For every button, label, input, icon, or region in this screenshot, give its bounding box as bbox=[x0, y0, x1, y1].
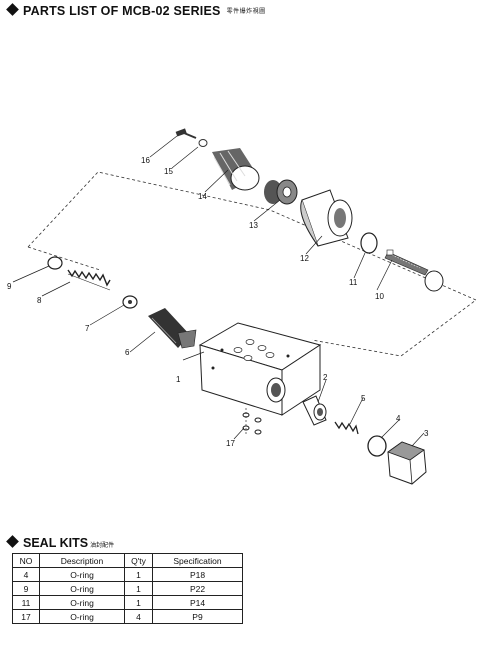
title-text: PARTS LIST OF MCB-02 SERIES bbox=[23, 4, 221, 18]
part-2-seat bbox=[302, 395, 327, 426]
cell-no: 17 bbox=[12, 609, 40, 624]
column-header-no: NO bbox=[12, 553, 40, 568]
column-header-description: Description bbox=[39, 553, 125, 568]
cell-description: O-ring bbox=[39, 595, 125, 610]
cell-no: 4 bbox=[12, 567, 40, 582]
seal-kits-title-chinese: 油封配件 bbox=[90, 543, 115, 549]
table-row: 9 O-ring 1 P22 bbox=[12, 581, 243, 596]
cell-specification: P18 bbox=[152, 567, 243, 582]
part-14-knob bbox=[212, 148, 260, 191]
callout-11: 11 bbox=[349, 278, 358, 287]
callout-16: 16 bbox=[141, 156, 150, 165]
table-row: 17 O-ring 4 P9 bbox=[12, 609, 243, 624]
table-row: 11 O-ring 1 P14 bbox=[12, 595, 243, 610]
table-row: 4 O-ring 1 P18 bbox=[12, 567, 243, 582]
seal-kits-table: NO Description Q'ty Specification 4 O-ri… bbox=[12, 553, 243, 624]
cell-qty: 1 bbox=[124, 595, 153, 610]
callout-17: 17 bbox=[226, 439, 235, 448]
callout-2: 2 bbox=[323, 373, 328, 382]
page-title: PARTS LIST OF MCB-02 SERIES 零件爆炸視圖 bbox=[6, 3, 266, 18]
part-5-spring bbox=[334, 421, 359, 435]
part-15-washer bbox=[198, 139, 208, 147]
cell-qty: 1 bbox=[124, 567, 153, 582]
part-10-adjusting-screw bbox=[384, 249, 444, 292]
part-3-plug bbox=[387, 441, 427, 485]
assembly-guide-dashed bbox=[27, 246, 101, 271]
part-6-poppet-cartridge bbox=[148, 308, 197, 349]
part-13-lock-nut bbox=[264, 179, 298, 205]
part-8-spring bbox=[67, 269, 111, 291]
table-header-row: NO Description Q'ty Specification bbox=[12, 553, 243, 568]
part-16-screw bbox=[175, 128, 197, 139]
callout-14: 14 bbox=[198, 192, 207, 201]
callout-9: 9 bbox=[7, 282, 12, 291]
part-9-o-ring bbox=[47, 256, 63, 270]
part-1-manifold-body bbox=[198, 322, 322, 416]
callout-8: 8 bbox=[37, 296, 42, 305]
callout-6: 6 bbox=[125, 348, 130, 357]
part-11-o-ring bbox=[360, 232, 378, 254]
part-7-washer-hole bbox=[128, 300, 132, 304]
callout-7: 7 bbox=[85, 324, 90, 333]
seal-kits-title-text: SEAL KITS bbox=[23, 536, 89, 550]
column-header-qty: Q'ty bbox=[124, 553, 153, 568]
cell-specification: P22 bbox=[152, 581, 243, 596]
cell-no: 9 bbox=[12, 581, 40, 596]
callout-15: 15 bbox=[164, 167, 173, 176]
cell-qty: 4 bbox=[124, 609, 153, 624]
callout-4: 4 bbox=[396, 414, 401, 423]
column-header-specification: Specification bbox=[152, 553, 243, 568]
callout-12: 12 bbox=[300, 254, 309, 263]
callout-13: 13 bbox=[249, 221, 258, 230]
cell-specification: P9 bbox=[152, 609, 243, 624]
part-17-o-rings bbox=[242, 412, 262, 435]
cell-description: O-ring bbox=[39, 609, 125, 624]
cell-description: O-ring bbox=[39, 581, 125, 596]
exploded-view-diagram: 1 2 3 4 5 6 7 8 9 10 11 12 13 14 15 16 1… bbox=[7, 128, 477, 485]
callout-3: 3 bbox=[424, 429, 429, 438]
diamond-bullet-icon bbox=[6, 535, 19, 548]
part-12-adjusting-body bbox=[300, 189, 353, 247]
callout-1: 1 bbox=[176, 375, 181, 384]
callout-10: 10 bbox=[375, 292, 384, 301]
title-chinese: 零件爆炸視圖 bbox=[226, 9, 266, 15]
cell-no: 11 bbox=[12, 595, 40, 610]
cell-description: O-ring bbox=[39, 567, 125, 582]
callout-5: 5 bbox=[361, 394, 366, 403]
cell-qty: 1 bbox=[124, 581, 153, 596]
part-4-o-ring bbox=[367, 435, 387, 457]
cell-specification: P14 bbox=[152, 595, 243, 610]
leader-lines bbox=[12, 135, 425, 447]
assembly-outline-dashed bbox=[27, 171, 477, 357]
